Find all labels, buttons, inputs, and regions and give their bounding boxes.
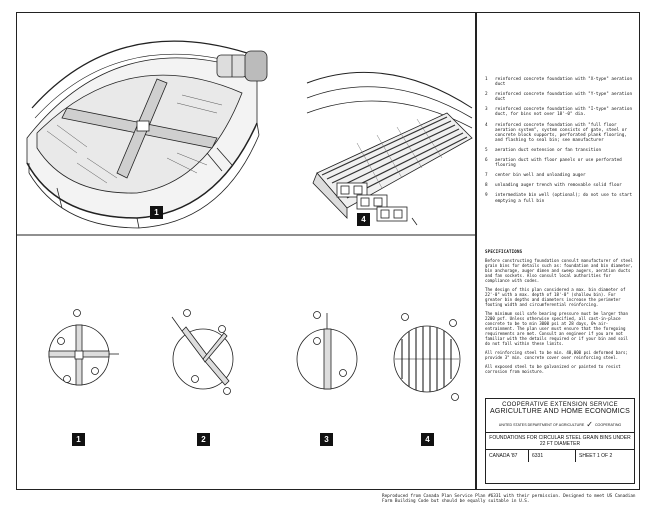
plan-label-4: 4 xyxy=(421,433,434,446)
plan-country: CANADA '87 xyxy=(486,450,529,462)
plan-view-1 xyxy=(48,309,119,386)
spec-paragraph: All reinforcing steel to be min. 40,000 … xyxy=(485,350,628,360)
plan-label-2: 2 xyxy=(197,433,210,446)
plan-label-1: 1 xyxy=(72,433,85,446)
usda-logo: UNITED STATES DEPARTMENT OF AGRICULTURE … xyxy=(498,420,622,429)
specifications: SPECIFICATIONS Before constructing found… xyxy=(485,249,635,378)
plan-info-row: CANADA '87 6331 SHEET 1 OF 2 xyxy=(486,450,634,462)
title-block: COOPERATIVE EXTENSION SERVICE AGRICULTUR… xyxy=(485,398,635,484)
usda-mark-icon: ✓ xyxy=(586,420,593,429)
perspective-view-4 xyxy=(306,71,473,226)
spec-paragraph: All exposed steel to be galvanized or pa… xyxy=(485,364,621,374)
specifications-heading: SPECIFICATIONS xyxy=(485,249,523,254)
plan-view-2 xyxy=(171,309,234,395)
spec-paragraph: Before constructing foundation consult m… xyxy=(485,258,633,283)
sheet-number: SHEET 1 OF 2 xyxy=(579,453,613,459)
plan-title: FOUNDATIONS FOR CIRCULAR STEEL GRAIN BIN… xyxy=(486,432,634,450)
spec-paragraph: The design of this plan considered a max… xyxy=(485,287,626,307)
drawing-area xyxy=(17,40,475,401)
column-divider xyxy=(475,13,477,489)
plan-label-3: 3 xyxy=(320,433,333,446)
reproduction-note: Reproduced from Canada Plan Service Plan… xyxy=(382,494,636,505)
org-line-2: AGRICULTURE AND HOME ECONOMICS xyxy=(489,408,631,415)
plan-view-4 xyxy=(393,313,461,401)
concrete-blocks xyxy=(336,182,408,222)
plan-view-3 xyxy=(296,311,358,390)
figure-label-4: 4 xyxy=(357,213,370,226)
org-line-1: COOPERATIVE EXTENSION SERVICE xyxy=(502,402,618,408)
perspective-view-1 xyxy=(26,40,268,229)
plan-number: 6331 xyxy=(529,450,576,462)
spec-paragraph: The minimum soil safe bearing pressure m… xyxy=(485,311,628,346)
figure-label-1: 1 xyxy=(150,206,163,219)
